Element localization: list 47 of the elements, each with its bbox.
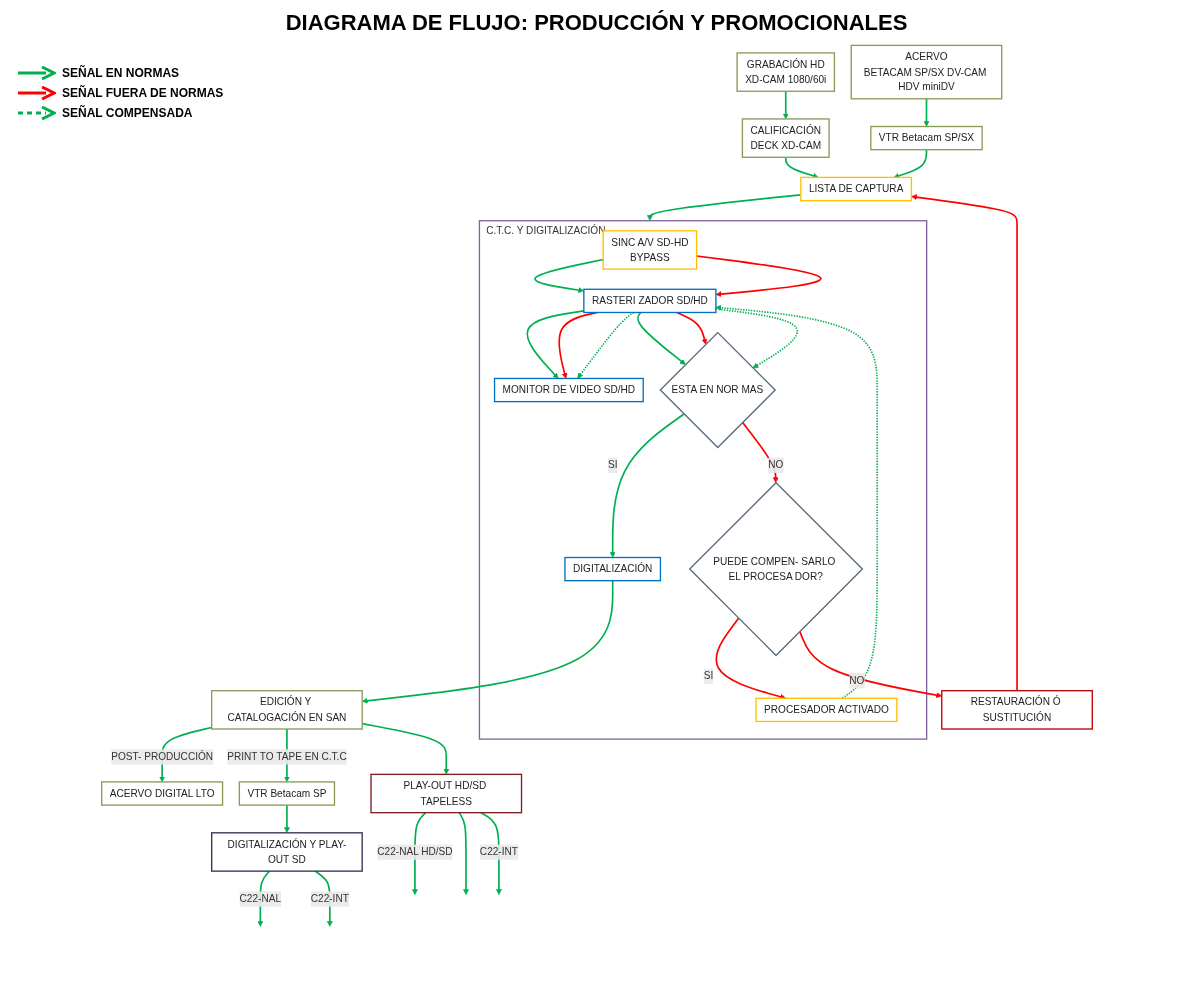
arrow: [715, 304, 878, 700]
edge-label: C22-INT: [310, 892, 349, 905]
arrow: [636, 311, 686, 365]
diagram-title: DIAGRAMA DE FLUJO: PRODUCCIÓN Y PROMOCIONALES: [284, 10, 909, 36]
node-box: [799, 176, 912, 202]
arrow: [283, 804, 290, 834]
edge-label: C22-NAL: [239, 892, 281, 905]
node-diamond: [658, 331, 776, 449]
arrow: [675, 311, 707, 345]
arrow: [361, 579, 614, 704]
arrow: [784, 156, 819, 179]
node-box: [100, 781, 223, 806]
arrow: [893, 148, 927, 179]
edge-label: SI: [607, 458, 617, 471]
node-diamond: [688, 481, 863, 657]
arrow: [576, 311, 634, 379]
edge-label: PRINT TO TAPE EN C.T.C: [226, 750, 347, 762]
edge-label: POST- PRODUCCIÓN: [110, 750, 213, 762]
edge-label: NO: [767, 458, 783, 471]
node-box: [869, 125, 983, 151]
arrow: [782, 90, 789, 120]
node-box: [940, 690, 1093, 730]
arrow: [609, 413, 685, 558]
legend-text: SEÑAL COMPENSADA: [62, 106, 193, 120]
node-box: [238, 781, 335, 806]
arrow: [910, 194, 1018, 692]
node-box: [850, 44, 1002, 100]
node-box: [210, 832, 363, 872]
node-box: [563, 556, 661, 582]
node-box: [735, 52, 835, 92]
node-box: [369, 773, 522, 814]
node-box: [582, 288, 717, 314]
arrow: [457, 811, 469, 896]
arrow: [715, 617, 786, 700]
legend-text: SEÑAL FUERA DE NORMAS: [62, 86, 224, 100]
edge-label: C22-NAL HD/SD: [376, 845, 453, 858]
node-box: [210, 690, 363, 730]
cluster: [478, 220, 927, 740]
arrow: [798, 630, 942, 699]
edge-label: C22-INT: [479, 845, 518, 858]
arrow: [923, 97, 929, 127]
node-box: [741, 118, 830, 158]
node-box: [493, 377, 644, 403]
edge-label: NO: [848, 674, 864, 686]
edge-label: SI: [703, 670, 713, 682]
legend-text: SEÑAL EN NORMAS: [62, 66, 180, 80]
node-box: [754, 697, 898, 723]
